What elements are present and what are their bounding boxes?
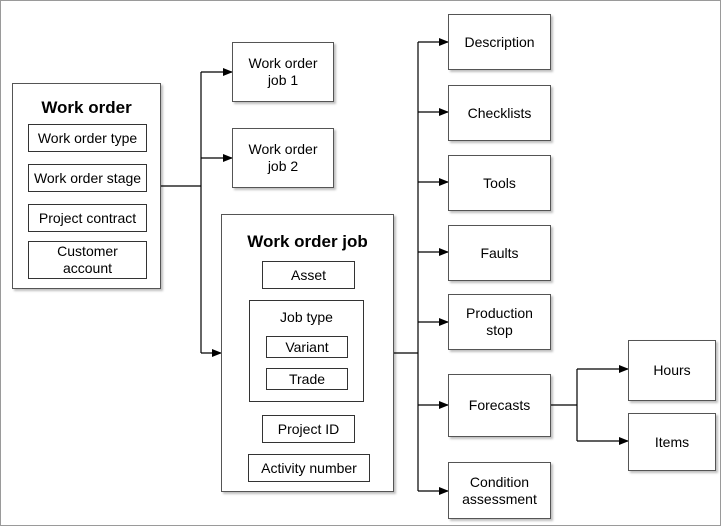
job-type-title: Job type xyxy=(280,309,333,325)
checklists-box: Checklists xyxy=(448,85,551,141)
faults-box: Faults xyxy=(448,225,551,281)
production-stop-box: Production stop xyxy=(448,294,551,350)
work-order-job-title: Work order job xyxy=(247,232,368,251)
project-id-field: Project ID xyxy=(262,415,355,443)
tools-box: Tools xyxy=(448,155,551,211)
variant-field: Variant xyxy=(266,336,348,358)
work-order-title: Work order xyxy=(41,98,132,117)
project-contract-field: Project contract xyxy=(28,204,147,232)
work-order-type-field: Work order type xyxy=(28,124,147,152)
asset-field: Asset xyxy=(262,261,355,289)
hours-box: Hours xyxy=(628,340,716,401)
work-order-job-2-box: Work order job 2 xyxy=(232,128,334,188)
work-order-stage-field: Work order stage xyxy=(28,164,147,192)
forecasts-box: Forecasts xyxy=(448,374,551,437)
work-order-job-1-box: Work order job 1 xyxy=(232,42,334,102)
work-order-box: Work order Work order type Work order st… xyxy=(12,83,161,289)
condition-assessment-box: Condition assessment xyxy=(448,462,551,519)
customer-account-field: Customer account xyxy=(28,241,147,279)
job-type-box: Job type Variant Trade xyxy=(249,300,364,402)
activity-number-field: Activity number xyxy=(248,454,370,482)
items-box: Items xyxy=(628,413,716,471)
trade-field: Trade xyxy=(266,368,348,390)
description-box: Description xyxy=(448,14,551,70)
work-order-job-box: Work order job Asset Job type Variant Tr… xyxy=(221,214,394,492)
